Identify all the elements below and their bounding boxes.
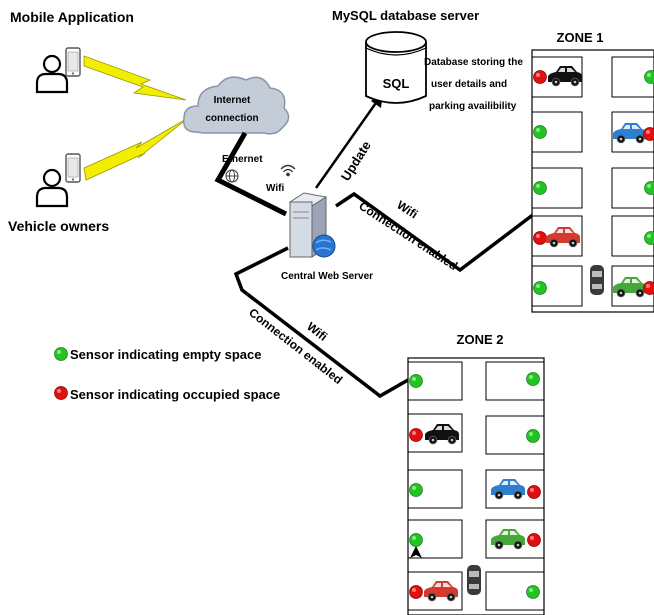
db-desc-line1: Database storing the [424,57,523,68]
zone2-sensor-empty [409,374,423,388]
zone2-sensor-empty [526,585,540,599]
legend-empty-label: Sensor indicating empty space [70,347,261,362]
zone1-sensor-occupied [643,281,654,295]
update-label: Update [338,138,374,183]
zone1-sensor-occupied [533,231,547,245]
legend-empty-sensor-icon [54,347,68,361]
zone2-sensor-empty [409,533,423,547]
zone2-sensor-occupied [409,585,423,599]
zone2-sensor-empty [526,429,540,443]
zone1-car-topview [590,265,604,295]
lightning-icon-bottom [83,117,189,181]
zone2-sensor-occupied [409,428,423,442]
sql-label: SQL [383,76,410,91]
phone-icon-bottom [65,153,81,183]
db-desc-line2: user details and [431,79,507,90]
cloud-label-line1: Internet [214,95,251,106]
zone2-sensor-empty [409,483,423,497]
vehicle-owners-label: Vehicle owners [8,218,109,234]
zone1-sensor-empty [533,181,547,195]
zone2-sensor-occupied [527,533,541,547]
zone2-connection-line [233,246,409,399]
cloud-label-line2: connection [205,113,258,124]
cloud-icon [183,76,290,135]
db-server-title: MySQL database server [332,8,479,23]
mobile-application-label: Mobile Application [10,9,134,25]
user-icon-top [35,54,69,94]
zone1-sensor-occupied [643,127,654,141]
ethernet-cable [214,131,288,217]
globe-icon [225,169,239,183]
zone1-connection-line [335,191,536,273]
wifi-signal-icon [280,164,296,177]
legend-occupied-label: Sensor indicating occupied space [70,387,280,402]
user-icon-bottom [35,168,69,208]
zone1-wifi-label: Wifi [394,198,420,222]
db-desc-line3: parking availibility [429,101,517,112]
zone1-title: ZONE 1 [557,30,604,45]
zone1-sensor-empty [533,125,547,139]
zone2-car-topview [467,565,481,595]
server-label: Central Web Server [281,271,373,282]
zone2-title: ZONE 2 [457,332,504,347]
database-icon [365,31,427,104]
legend-occupied-sensor-icon [54,386,68,400]
phone-icon-top [65,47,81,77]
update-arrow [314,99,380,189]
zone2-sensor-empty [526,372,540,386]
server-wifi-label: Wifi [266,183,284,194]
zone1-sensor-empty [644,70,654,84]
zone1-sensor-occupied [533,70,547,84]
zone1-sensor-empty [644,181,654,195]
zone1-sensor-empty [644,231,654,245]
zone2-sensor-occupied [527,485,541,499]
lightning-icon-top [83,55,187,101]
ethernet-label: Ethernet [222,154,263,165]
zone1-sensor-empty [533,281,547,295]
server-icon [288,192,336,258]
zone2-arrow-marker-icon [410,546,422,558]
